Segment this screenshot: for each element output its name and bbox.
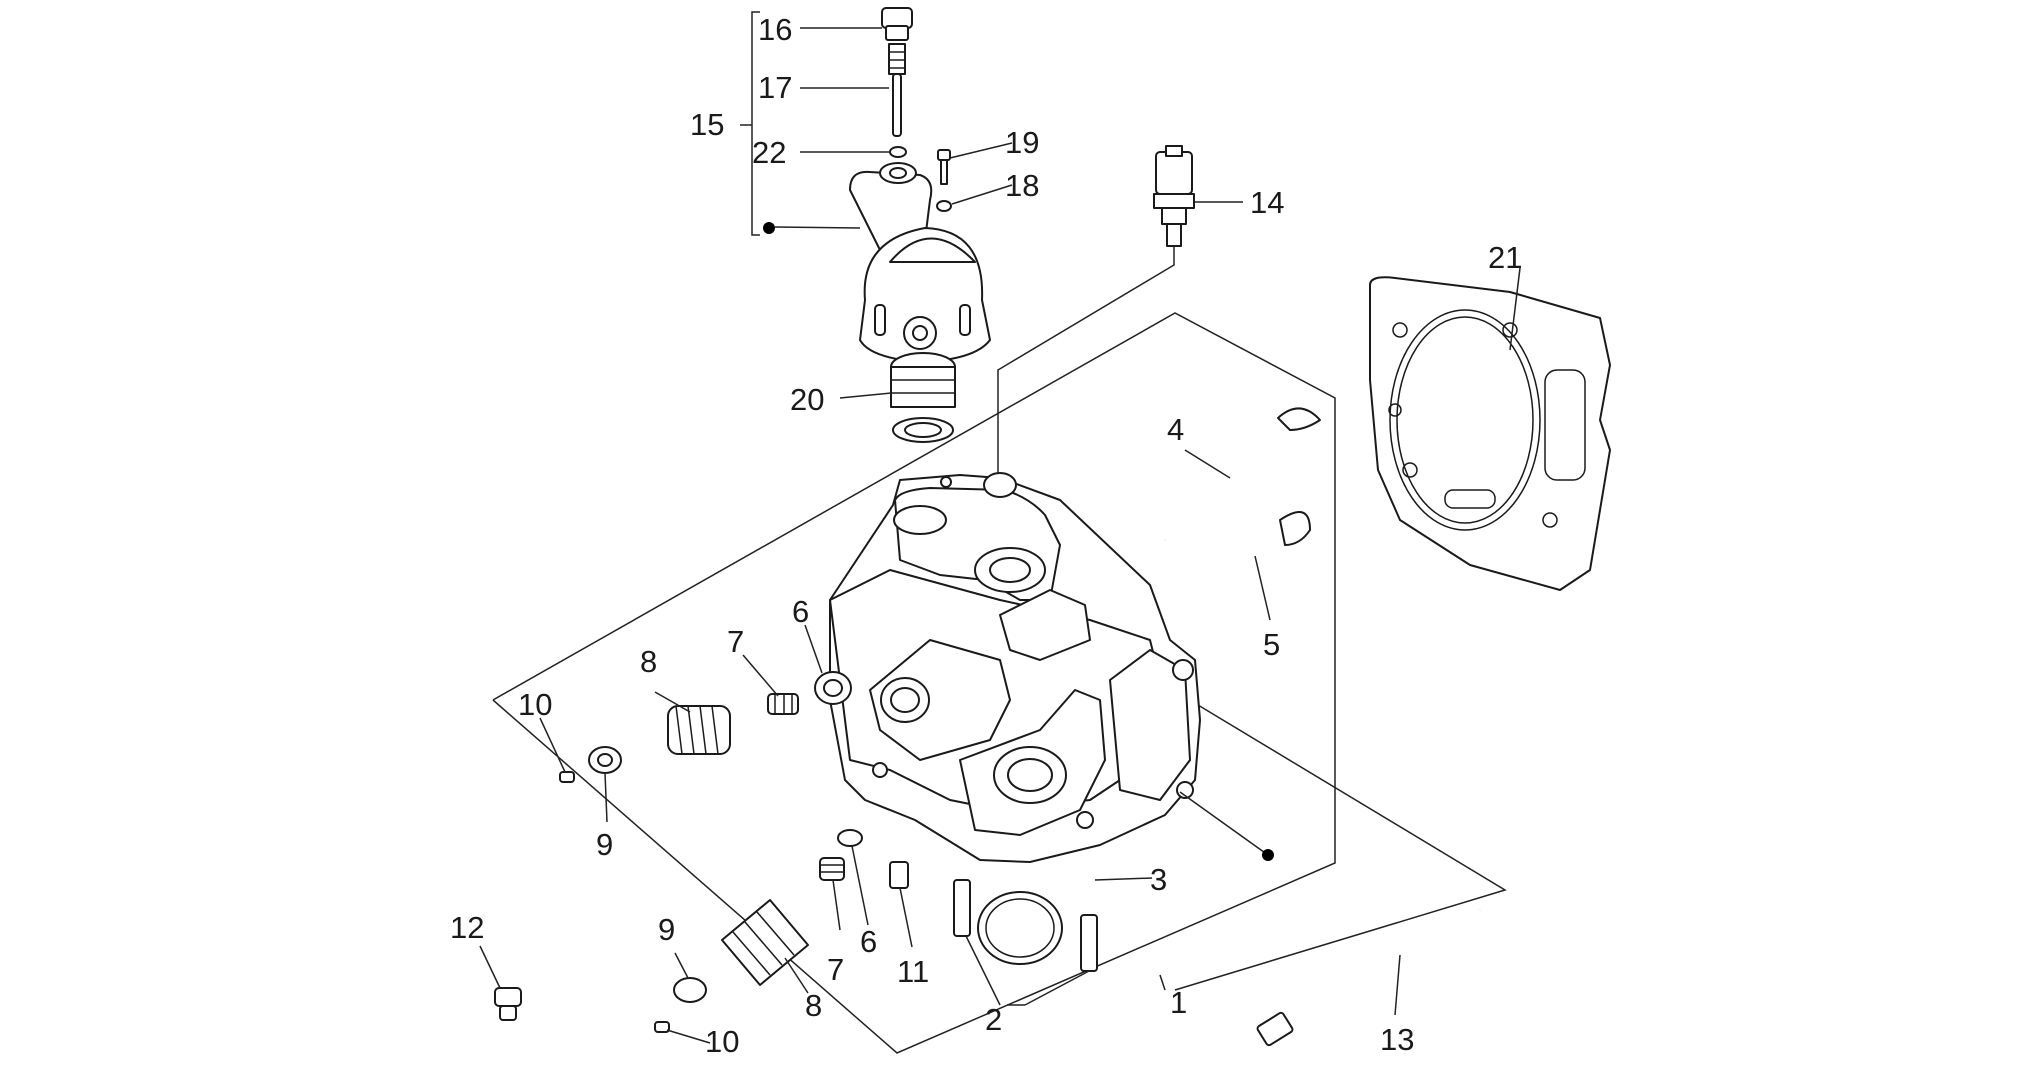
callout-16: 16 [758,12,792,47]
part-2-dowel-right [1080,914,1098,972]
callout-6-lower: 6 [860,924,877,959]
part-7-valve-seal [767,693,799,715]
callout-21: 21 [1488,240,1522,275]
callout-5: 5 [1263,627,1280,662]
part-14-temperature-sensor [1153,145,1195,247]
part-12-plug [494,987,522,1021]
part-2-dowel-left [953,879,971,937]
assembly-frame [492,312,1336,1054]
part-16-cap [881,7,913,41]
callout-15: 15 [690,107,724,142]
kit-15-bracket [740,11,760,236]
part-11-spring [889,861,909,889]
part-13-head-bolt [1256,907,1482,1047]
callout-13: 13 [1380,1022,1414,1057]
callout-14: 14 [1250,185,1284,220]
part-19-screw [937,149,951,185]
callout-17: 17 [758,70,792,105]
callout-12: 12 [450,910,484,945]
callout-22: 22 [752,135,786,170]
part-17-bleed-screw [888,43,906,137]
sensor-leader [997,246,1175,480]
callout-10-upper: 10 [518,687,552,722]
part-6-valve-seal-lower [837,829,863,847]
part-7-valve-seal-lower [819,857,845,881]
callout-7-upper: 7 [727,624,744,659]
part-10-valve-collet-lower [654,1021,670,1033]
callout-6-upper: 6 [792,594,809,629]
callout-9-upper: 9 [596,827,613,862]
part-3-o-ring-inner [985,898,1055,958]
part-21-head-gasket [1369,276,1611,591]
callout-7-lower: 7 [827,952,844,987]
leader-lines [479,27,1521,1044]
part-4-valve [1162,407,1321,543]
part-8-valve-spring [667,705,731,755]
callout-8-upper: 8 [640,644,657,679]
thermostat-housing [849,162,991,363]
callout-2: 2 [985,1002,1002,1037]
callout-18: 18 [1005,168,1039,203]
part-9-spring-retainer-lower [673,977,707,1003]
part-8-valve-spring-lower [721,899,809,986]
callout-20: 20 [790,382,824,417]
callout-8-lower: 8 [805,988,822,1023]
kit-marker-dot [763,222,775,234]
part-6-valve-seal [814,671,852,705]
kit-marker-dot-2 [1262,849,1274,861]
callout-10-lower: 10 [705,1024,739,1059]
part-3-o-ring [977,891,1063,965]
part-9-spring-retainer [588,746,622,774]
cylinder-head [829,472,1201,863]
bolt-frame [1174,704,1507,991]
callout-4: 4 [1167,412,1184,447]
part-18-washer [936,200,952,212]
callout-19: 19 [1005,125,1039,160]
callout-11: 11 [897,954,929,989]
callout-1: 1 [1170,985,1187,1020]
part-10-valve-collet [559,771,575,783]
callout-3: 3 [1150,862,1167,897]
part-20-thermostat [890,352,956,443]
part-22-o-ring [889,146,907,158]
callout-9-lower: 9 [658,912,675,947]
part-5-valve [1148,511,1311,585]
